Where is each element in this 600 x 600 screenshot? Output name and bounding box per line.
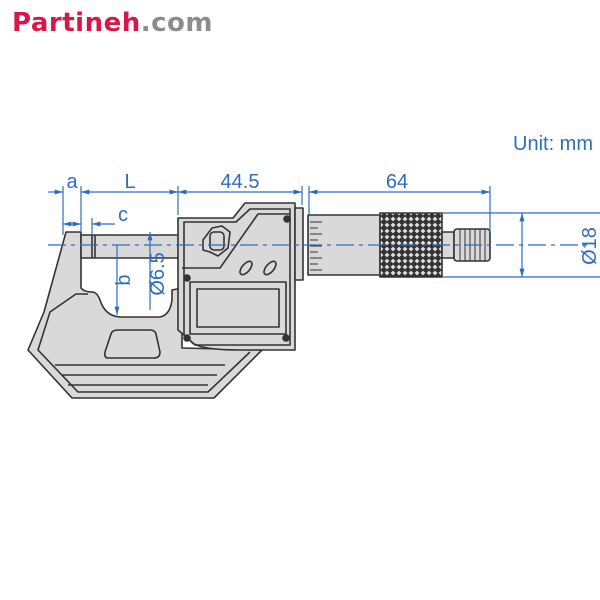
button-1[interactable] (238, 259, 254, 276)
logo-brand: Partineh (12, 8, 141, 38)
sleeve-collar (294, 207, 304, 281)
button-2[interactable] (262, 259, 278, 276)
site-logo[interactable]: Partineh.com (12, 8, 213, 38)
unit-label: Unit: mm (513, 133, 593, 155)
frame-label-plate (104, 329, 161, 359)
logo-tld: .com (140, 8, 213, 38)
display-bevel (182, 213, 290, 269)
dim-L: L (124, 171, 135, 193)
dim-frame-length: 44.5 (221, 171, 260, 193)
frame (27, 231, 263, 399)
dim-thimble-length: 64 (386, 171, 408, 193)
dim-a: a (66, 171, 78, 193)
dim-c: c (118, 204, 128, 226)
dim-thimble-diameter: Ø18 (579, 227, 600, 265)
frame-grip-lines (55, 364, 225, 386)
dim-spindle-diameter: Ø6.5 (147, 252, 169, 295)
dim-b: b (113, 274, 135, 285)
frame-inner-edge (37, 293, 251, 393)
lcd-screen-inner (196, 288, 280, 328)
thimble-graduations (310, 221, 322, 271)
